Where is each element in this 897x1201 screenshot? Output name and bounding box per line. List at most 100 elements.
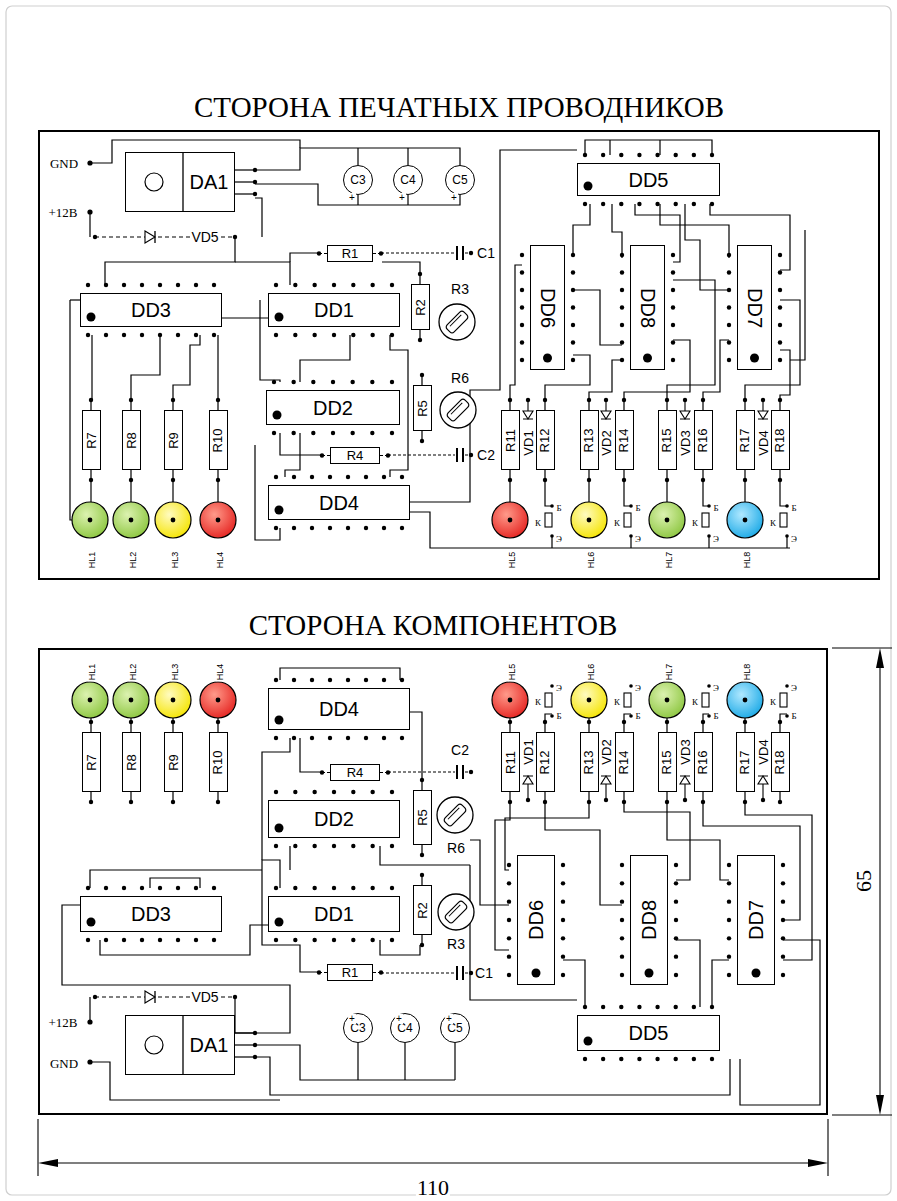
pad-dot [520,323,524,327]
pad-dot [253,1055,257,1059]
pad-dot [420,778,424,782]
pad-dot [400,526,404,530]
diode-symbol [758,776,768,800]
pad-dot [620,973,624,977]
pad-dot [674,1057,678,1061]
pad-dot [587,800,591,804]
pin-label: Э [790,684,798,693]
pcb-trace [90,870,262,888]
label-holder: К [534,513,542,529]
label-holder: VD1 [520,738,536,765]
regulator-pin [235,193,255,194]
pad-dot [346,678,350,682]
pcb-trace [150,878,200,888]
pad-dot [292,526,296,530]
resistor-body: R14 [615,732,634,792]
trimmer-slot [443,803,467,827]
resistor-body: R16 [694,732,713,792]
pad-dot [543,398,547,402]
pad-dot [674,899,678,903]
capacitor-symbol [457,765,463,779]
component-designator: C5 [451,174,468,186]
pad-dot [550,534,554,538]
component-designator: R1 [341,247,360,260]
label-holder: Э [712,678,720,694]
label-holder: VD5 [190,989,219,1005]
pcb-trace [280,433,322,455]
pin1-mark [275,824,284,833]
pad-dot [418,272,422,276]
component-designator: DD5 [627,170,669,190]
transistor-symbol [780,693,787,707]
pad-dot [601,1057,605,1061]
pcb-trace [703,340,729,400]
pad-dot [727,954,731,958]
label-holder: Б [790,498,797,514]
pad-dot [176,283,180,287]
pcb-trace [255,1045,455,1080]
pcb-trace [390,335,408,477]
pad-dot [674,936,678,940]
pad-dot [692,1057,696,1061]
pad-dot [620,323,624,327]
pad-dot [620,918,624,922]
trimmer-slot [448,808,459,819]
pad-dot [571,253,575,257]
designator-label: C1 [474,966,494,980]
pad-dot [370,283,374,287]
pcb-trace [667,802,729,880]
designator-label: VD4 [757,738,770,765]
pad-dot [655,153,659,157]
pad-dot [253,1031,257,1035]
pcb-trace [410,712,422,780]
label-holder: Б [634,498,641,514]
designator-label: HL8 [743,663,752,682]
label-holder: +12В [47,1014,78,1030]
component-designator: R16 [697,427,710,453]
pad-dot [710,1005,714,1009]
resistor-body: R2 [411,284,430,330]
pcb-trace [667,280,715,400]
pcb-trace [510,265,522,400]
pad-dot [332,283,336,287]
label-holder: HL8 [737,663,753,682]
trimmer-slot [450,315,461,326]
pcb-trace [609,140,610,155]
ic-package: DD8 [630,245,665,370]
pad-dot [507,899,511,903]
pad-dot [87,209,92,214]
diode-symbol [680,400,690,419]
pad-dot [233,235,237,239]
pad-dot [526,398,530,402]
designator-label: HL2 [129,551,138,570]
pad-dot [89,478,93,482]
pad-dot [620,863,624,867]
pad-dot [420,439,424,443]
pad-dot [292,736,296,740]
trimmer-slot [446,398,470,422]
pad-dot [351,938,355,942]
ic-package: DD8 [630,855,668,985]
pin1-mark [750,354,759,363]
diode-symbol [145,231,155,243]
label-holder: Э [555,678,563,694]
pad-dot [350,431,354,435]
pad-dot [312,333,316,337]
ic-package: DD7 [737,245,772,370]
pin1-mark [87,918,96,927]
pad-dot [312,844,316,848]
pad-dot [778,398,782,402]
resistor-body: R18 [771,410,790,470]
pad-dot [233,995,237,999]
component-designator: R13 [583,749,596,775]
label-holder: + [398,188,406,204]
component-designator: DD6 [526,899,546,941]
pin1-mark [275,716,284,725]
pad-dot [216,800,220,804]
transistor-symbol [545,693,552,707]
pad-dot [665,518,670,523]
label-holder: VD3 [677,429,693,456]
pad-dot [683,398,687,402]
pad-dot [370,380,374,384]
label-holder: HL7 [659,663,675,682]
